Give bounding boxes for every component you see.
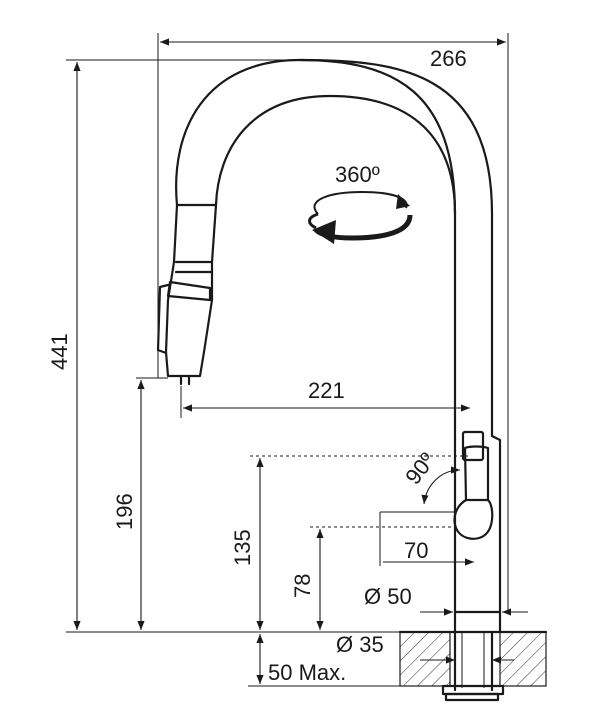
- spray-head: [136, 203, 218, 386]
- countertop-section: [398, 630, 548, 687]
- dimension-lever-top-height: 135: [230, 458, 264, 630]
- counter-thickness-label: 50 Max.: [268, 660, 346, 685]
- faucet-spout: [175, 58, 494, 438]
- lever-handle: 70: [250, 445, 494, 566]
- hole-diameter-label: Ø 35: [336, 632, 384, 657]
- rotation-indicator: 360º: [308, 162, 413, 244]
- dimension-lever-angle: 90º: [400, 448, 461, 505]
- dimension-total-height: 441: [47, 59, 400, 633]
- dimension-spout-height: 196: [112, 380, 145, 630]
- dimension-hole-diameter: Ø 35: [336, 632, 514, 664]
- faucet-body: [453, 430, 502, 634]
- lever-angle-label: 90º: [400, 448, 440, 489]
- base-diameter-label: Ø 50: [364, 584, 412, 609]
- dimension-total-width: 266: [157, 33, 509, 612]
- mounting-shank: [441, 630, 505, 702]
- total-width-label: 266: [430, 46, 467, 71]
- dimension-reach: 221: [180, 378, 470, 418]
- lever-reach-label: 70: [404, 538, 428, 563]
- lever-top-height-label: 135: [230, 529, 255, 566]
- dimension-base-diameter: Ø 50: [364, 584, 528, 616]
- dimension-lever-center-height: 78: [290, 529, 324, 630]
- dimension-counter-thickness: 50 Max.: [248, 634, 400, 687]
- lever-center-height-label: 78: [290, 574, 315, 598]
- total-height-label: 441: [47, 333, 72, 370]
- reach-label: 221: [308, 378, 345, 403]
- rotation-arrow-icon: [308, 190, 413, 244]
- rotation-label: 360º: [335, 162, 380, 187]
- spout-height-label: 196: [112, 493, 137, 530]
